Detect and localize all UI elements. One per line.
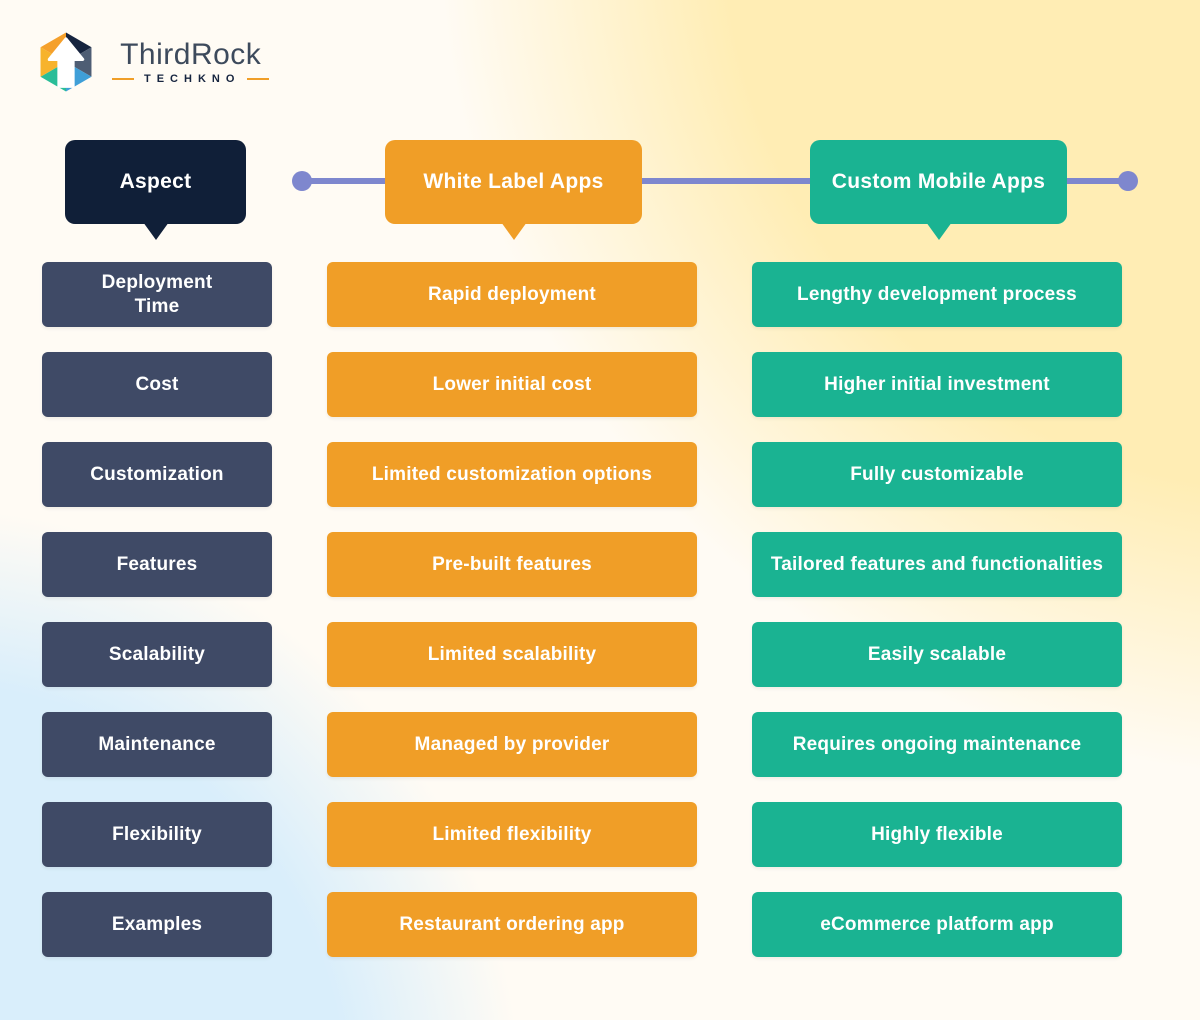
white-label-cell: Pre-built features bbox=[327, 532, 697, 597]
custom-mobile-cell: Fully customizable bbox=[752, 442, 1122, 507]
white-label-cell: Limited customization options bbox=[327, 442, 697, 507]
brand-tagline-row: TECHKNO bbox=[112, 73, 270, 86]
white-label-cell: Restaurant ordering app bbox=[327, 892, 697, 957]
brand-logo: ThirdRock TECHKNO bbox=[34, 30, 270, 94]
header-label-aspect: Aspect bbox=[119, 170, 192, 193]
white-label-cell: Managed by provider bbox=[327, 712, 697, 777]
bubble-tail-white-label bbox=[500, 222, 527, 240]
white-label-cell: Rapid deployment bbox=[327, 262, 697, 327]
header-bubble-aspect: Aspect bbox=[65, 140, 246, 240]
aspect-cell: Features bbox=[42, 532, 272, 597]
aspect-cell: Maintenance bbox=[42, 712, 272, 777]
header-bubble-custom: Custom Mobile Apps bbox=[810, 140, 1067, 240]
aspect-cell: Examples bbox=[42, 892, 272, 957]
aspect-cell: Deployment Time bbox=[42, 262, 272, 327]
brand-text: ThirdRock TECHKNO bbox=[112, 37, 270, 86]
custom-mobile-cell: Easily scalable bbox=[752, 622, 1122, 687]
custom-mobile-cell: Higher initial investment bbox=[752, 352, 1122, 417]
tagline-dash-left bbox=[112, 78, 134, 81]
aspect-cell: Flexibility bbox=[42, 802, 272, 867]
header-bubble-white-label: White Label Apps bbox=[385, 140, 642, 240]
timeline-dot-left bbox=[292, 171, 312, 191]
white-label-cell: Limited scalability bbox=[327, 622, 697, 687]
bubble-tail-aspect bbox=[142, 222, 169, 240]
bubble-tail-custom bbox=[925, 222, 952, 240]
custom-mobile-cell: Lengthy development process bbox=[752, 262, 1122, 327]
white-label-cell: Limited flexibility bbox=[327, 802, 697, 867]
tagline-dash-right bbox=[247, 78, 270, 81]
custom-mobile-cell: eCommerce platform app bbox=[752, 892, 1122, 957]
header-label-white-label: White Label Apps bbox=[423, 170, 604, 193]
custom-mobile-cell: Tailored features and functionalities bbox=[752, 532, 1122, 597]
timeline-connector bbox=[292, 171, 1138, 191]
brand-name: ThirdRock bbox=[120, 37, 262, 71]
header-label-custom: Custom Mobile Apps bbox=[831, 170, 1046, 193]
brand-hexagon-arrow-icon bbox=[40, 32, 92, 92]
brand-tagline: TECHKNO bbox=[144, 73, 241, 86]
aspect-cell: Scalability bbox=[42, 622, 272, 687]
white-label-cell: Lower initial cost bbox=[327, 352, 697, 417]
aspect-cell: Cost bbox=[42, 352, 272, 417]
aspect-cell: Customization bbox=[42, 442, 272, 507]
timeline-dot-right bbox=[1118, 171, 1138, 191]
custom-mobile-cell: Requires ongoing maintenance bbox=[752, 712, 1122, 777]
custom-mobile-cell: Highly flexible bbox=[752, 802, 1122, 867]
